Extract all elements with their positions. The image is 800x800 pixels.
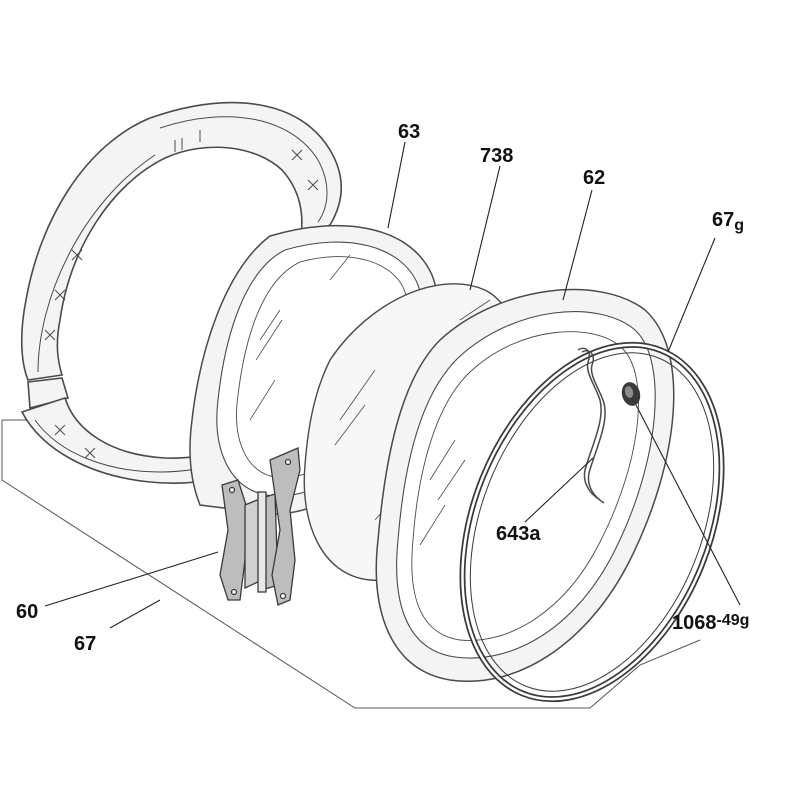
- leader-62: [562, 189, 593, 301]
- leader-63: [387, 141, 406, 229]
- label-1068-49g: 1068-49g: [672, 612, 749, 634]
- label-643a: 643a: [496, 523, 541, 545]
- label-63: 63: [398, 121, 420, 143]
- wire-clip-643a: [577, 347, 606, 504]
- bumper-1068: [621, 382, 641, 406]
- label-67: 67: [74, 633, 96, 655]
- leader-67g: [667, 237, 716, 353]
- leader-643a: [524, 457, 594, 523]
- part-labels: 63 738 62 67g 643a 1068-49g 60 67: [16, 121, 749, 655]
- leader-60: [44, 551, 219, 607]
- leader-738: [469, 165, 501, 291]
- label-60: 60: [16, 601, 38, 623]
- leader-lines: [44, 141, 741, 629]
- leader-1068: [635, 404, 741, 606]
- leader-67: [109, 599, 161, 629]
- gasket-ring-67g: [459, 341, 725, 703]
- label-62: 62: [583, 167, 605, 189]
- hinge-60: [219, 447, 301, 606]
- label-738: 738: [480, 145, 513, 167]
- label-67g: 67g: [712, 209, 744, 234]
